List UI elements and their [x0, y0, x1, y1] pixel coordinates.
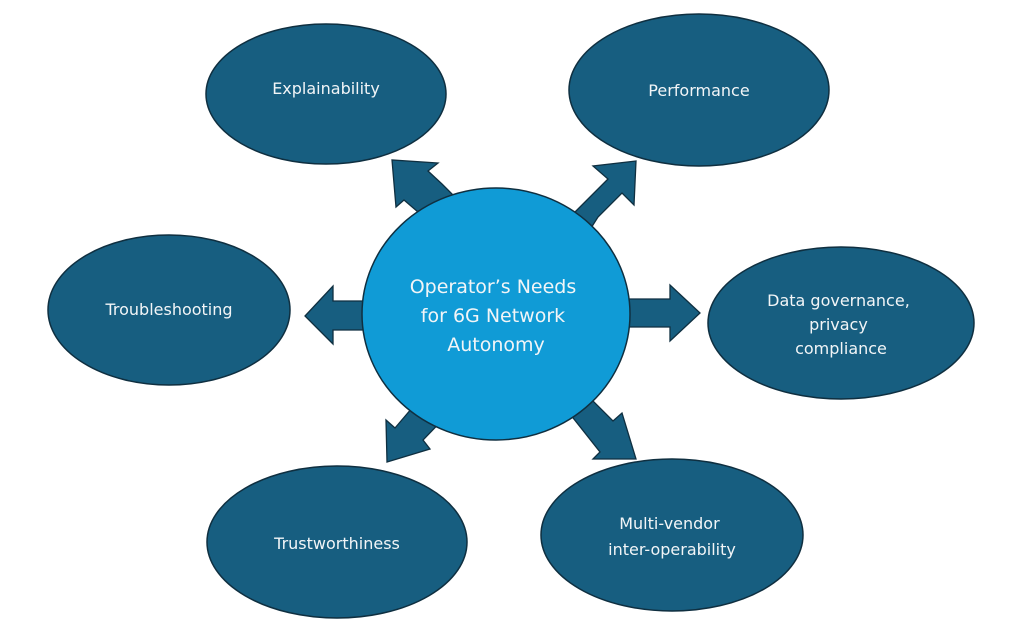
node-ellipse: [707, 246, 975, 400]
node-ellipse: [47, 234, 291, 386]
svg-text:Operator’s Needs for 6G: Operator’s Needs for 6G Network Autonomy: [410, 276, 583, 356]
hub-ellipse: [361, 187, 631, 441]
svg-text:Troubleshooting: Troubleshooting: [104, 300, 232, 319]
arrow-to-performance: [572, 160, 637, 229]
node-ellipse: [205, 23, 447, 165]
node-ellipse: [568, 13, 830, 167]
svg-text:Multi-vendor inter-opera: Multi-vendor inter-operability: [608, 514, 736, 559]
node-label-line-2: inter-operability: [608, 540, 736, 559]
node-label-line-1: Multi-vendor: [619, 514, 720, 533]
hub-label-line-1: Operator’s Needs: [410, 276, 577, 298]
node-label: Troubleshooting: [104, 300, 232, 319]
node-multi-vendor: Multi-vendor inter-operability: [540, 458, 804, 612]
svg-text:Performance: Performance: [648, 81, 749, 100]
node-label-line-1: Data governance,: [767, 291, 910, 310]
node-ellipse: [206, 465, 468, 619]
hub-node: Operator’s Needs for 6G Network Autonomy: [361, 187, 631, 441]
svg-text:Data governance, privacy: Data governance, privacy compliance: [767, 291, 915, 358]
node-label: Performance: [648, 81, 749, 100]
node-trustworthiness: Trustworthiness: [206, 465, 468, 619]
node-label-line-3: compliance: [795, 339, 887, 358]
node-performance: Performance: [568, 13, 830, 167]
hub-label-line-3: Autonomy: [447, 334, 545, 356]
svg-text:Explainability: Explainability: [272, 79, 380, 98]
node-ellipse: [540, 458, 804, 612]
node-explainability: Explainability: [205, 23, 447, 165]
hub-label-line-2: for 6G Network: [421, 305, 565, 327]
node-troubleshooting: Troubleshooting: [47, 234, 291, 386]
node-label: Trustworthiness: [273, 534, 400, 553]
node-label-line-2: privacy: [809, 315, 868, 334]
svg-text:Trustworthiness: Trustworthiness: [273, 534, 400, 553]
arrow-to-data-governance: [621, 283, 701, 343]
node-data-governance: Data governance, privacy compliance: [707, 246, 975, 400]
node-label: Explainability: [272, 79, 380, 98]
